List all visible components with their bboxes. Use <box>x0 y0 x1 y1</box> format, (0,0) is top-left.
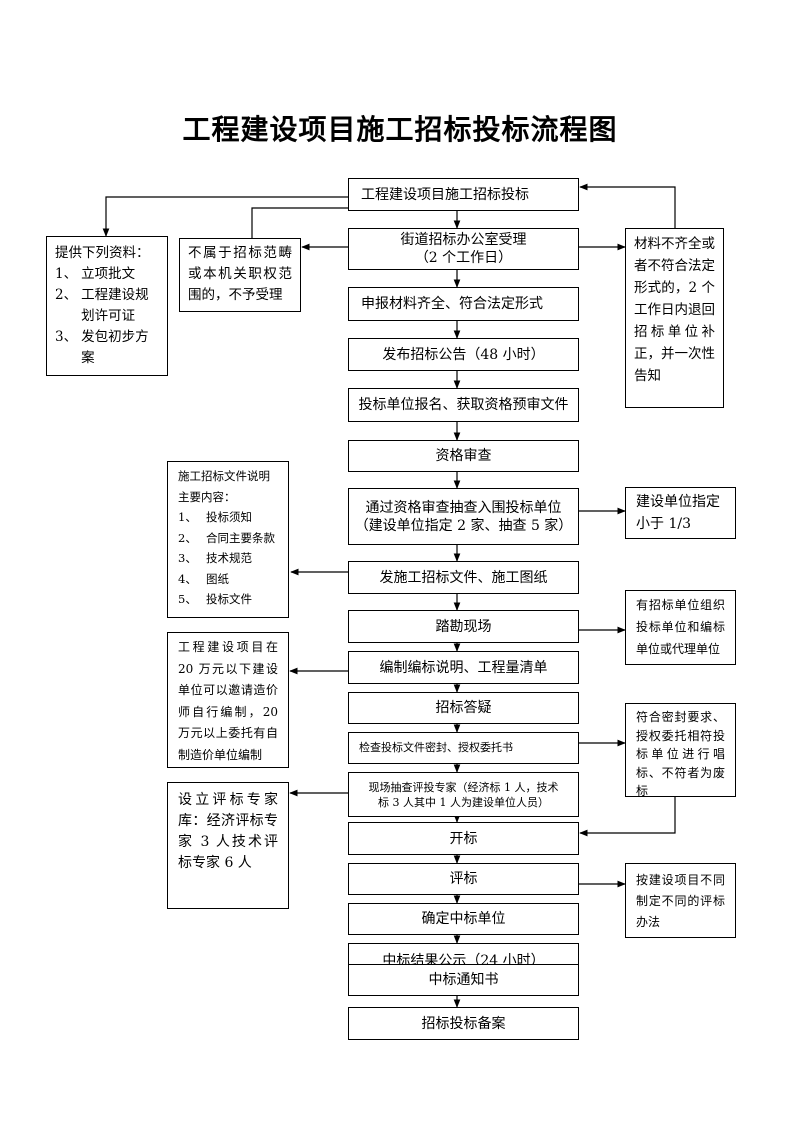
step-label: 资格审查 <box>435 448 492 464</box>
step-label: 中标通知书 <box>428 972 499 988</box>
item-text: 发包初步方案 <box>81 329 149 366</box>
item-text: 投标文件 <box>206 592 252 606</box>
step-label: 投标单位报名、获取资格预审文件 <box>358 397 569 413</box>
step-shortlist: 通过资格审查抽查入围投标单位 （建设单位指定 2 家、抽查 5 家） <box>348 488 579 545</box>
step-label: 招标答疑 <box>435 700 492 716</box>
tender-document-note: 施工招标文件说明主要内容： 1、投标须知 2、合同主要条款 3、技术规范 4、图… <box>167 461 289 618</box>
item-number: 1、 <box>178 510 197 524</box>
step-award-notice: 中标通知书 <box>348 964 579 996</box>
item-text: 投标须知 <box>206 510 252 524</box>
step-site-visit: 踏勘现场 <box>348 610 579 643</box>
step-label: 申报材料齐全、符合法定形式 <box>361 296 543 312</box>
step-label: 踏勘现场 <box>435 618 492 635</box>
item-text: 技术规范 <box>206 551 252 565</box>
step-label: 开标 <box>449 830 478 847</box>
step-label: 确定中标单位 <box>421 911 506 927</box>
step-bill-of-quantities: 编制编标说明、工程量清单 <box>348 651 579 684</box>
item-text: 工程建设规划许可证 <box>81 287 149 324</box>
item-number: 4、 <box>178 571 197 586</box>
step-check-seal: 检查投标文件密封、授权委托书 <box>348 732 579 764</box>
step-label: 评标 <box>449 871 478 887</box>
step-label: 工程建设项目施工招标投标 <box>361 186 529 203</box>
ratio-note: 建设单位指定小于 1/3 <box>625 487 736 539</box>
materials-item: 2、 工程建设规划许可证 <box>55 285 159 327</box>
site-visit-note: 有招标单位组织投标单位和编标单位或代理单位 <box>625 590 736 665</box>
item-text: 图纸 <box>206 571 229 586</box>
step-label: 发布招标公告（48 小时） <box>382 346 545 363</box>
tender-doc-item: 1、投标须知 <box>178 507 278 528</box>
step-registration: 投标单位报名、获取资格预审文件 <box>348 388 579 422</box>
item-number: 5、 <box>178 592 197 606</box>
materials-item: 3、 发包初步方案 <box>55 327 159 369</box>
item-text: 合同主要条款 <box>206 530 275 545</box>
page-title: 工程建设项目施工招标投标流程图 <box>182 113 618 146</box>
step-sublabel: 标 3 人其中 1 人为建设单位人员） <box>378 795 549 809</box>
step-label: 招标投标备案 <box>421 1015 506 1032</box>
expert-pool-note: 设立评标专家库：经济评标专家 3 人技术评标专家 6 人 <box>167 782 289 909</box>
item-number: 1、 <box>55 266 78 282</box>
item-text: 立项批文 <box>81 266 136 282</box>
materials-note: 提供下列资料： 1、 立项批文 2、 工程建设规划许可证 3、 发包初步方案 <box>46 236 168 376</box>
step-clarification: 招标答疑 <box>348 692 579 724</box>
pricing-note: 工程建设项目在 20 万元以下建设单位可以邀请造价师自行编制，20 万元以上委托… <box>167 632 289 768</box>
step-label: 街道招标办公室受理 <box>400 232 527 248</box>
item-number: 2、 <box>178 530 197 545</box>
step-label: 编制编标说明、工程量清单 <box>379 659 548 676</box>
step-determine-winner: 确定中标单位 <box>348 903 579 935</box>
step-issue-documents: 发施工招标文件、施工图纸 <box>348 561 579 594</box>
tender-doc-heading: 施工招标文件说明主要内容： <box>178 469 270 504</box>
item-number: 2、 <box>55 287 78 303</box>
tender-doc-item: 4、图纸 <box>178 569 278 590</box>
step-bid-opening: 开标 <box>348 822 579 855</box>
tender-doc-item: 3、技术规范 <box>178 548 278 569</box>
step-label: 通过资格审查抽查入围投标单位 <box>365 499 562 516</box>
step-publish-notice: 发布招标公告（48 小时） <box>348 338 579 371</box>
step-label: 检查投标文件密封、授权委托书 <box>359 741 513 754</box>
step-project-tender: 工程建设项目施工招标投标 <box>348 178 579 211</box>
step-evaluation: 评标 <box>348 863 579 895</box>
tender-doc-item: 5、投标文件 <box>178 589 278 610</box>
out-of-scope-note: 不属于招标范畴或本机关职权范围的，不予受理 <box>179 238 301 312</box>
step-sublabel: （建设单位指定 2 家、抽查 5 家） <box>354 517 573 534</box>
step-label: 发施工招标文件、施工图纸 <box>379 569 548 586</box>
step-office-acceptance: 街道招标办公室受理 （2 个工作日） <box>348 228 579 270</box>
materials-heading: 提供下列资料： <box>55 245 150 261</box>
step-filing: 招标投标备案 <box>348 1007 579 1040</box>
materials-item: 1、 立项批文 <box>55 264 159 285</box>
tender-doc-item: 2、合同主要条款 <box>178 528 278 549</box>
seal-check-note: 符合密封要求、授权委托相符投标单位进行唱标、不符者为废标 <box>625 703 736 798</box>
item-number: 3、 <box>55 329 78 345</box>
step-label: 现场抽查评投专家（经济标 1 人，技术 <box>368 780 559 794</box>
step-materials-complete: 申报材料齐全、符合法定形式 <box>348 287 579 321</box>
step-select-experts: 现场抽查评投专家（经济标 1 人，技术 标 3 人其中 1 人为建设单位人员） <box>348 772 579 817</box>
item-number: 3、 <box>178 551 197 565</box>
step-qualification-review: 资格审查 <box>348 440 579 472</box>
step-sublabel: （2 个工作日） <box>414 250 513 266</box>
evaluation-method-note: 按建设项目不同制定不同的评标办法 <box>625 863 736 938</box>
incomplete-materials-note: 材料不齐全或者不符合法定形式的，2 个工作日内退回招标单位补正，并一次性告知 <box>625 228 724 408</box>
